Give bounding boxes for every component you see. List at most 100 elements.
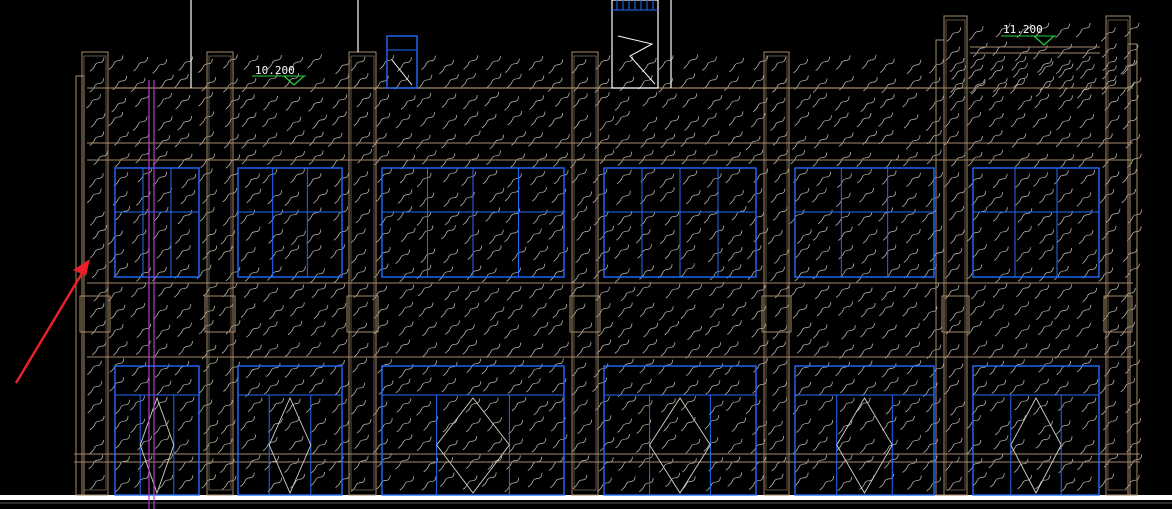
marble-vein [422, 322, 437, 337]
marble-vein [657, 264, 673, 279]
marble-vein [1009, 380, 1025, 395]
marble-vein [616, 190, 631, 206]
marble-vein [925, 116, 941, 131]
marble-vein [351, 266, 366, 282]
marble-vein [664, 320, 680, 336]
marble-vein [902, 302, 918, 317]
marble-vein [507, 173, 522, 188]
marble-vein [905, 398, 920, 413]
marble-vein [839, 397, 855, 413]
marble-vein [548, 320, 563, 335]
marble-vein [173, 73, 189, 89]
pilaster-block [79, 295, 111, 333]
marble-vein [1012, 63, 1028, 78]
marble-vein [1102, 65, 1117, 80]
marble-vein [508, 438, 523, 454]
marble-vein [291, 230, 306, 246]
pilaster-block [204, 295, 236, 333]
marble-vein [859, 438, 875, 454]
level-mark-1020[interactable]: 10.200 [252, 64, 306, 86]
marble-vein [992, 173, 1008, 189]
marble-vein [879, 473, 894, 489]
marble-vein [533, 401, 549, 416]
marble-vein [267, 418, 283, 433]
marble-vein [770, 97, 786, 112]
marble-vein [617, 382, 633, 398]
marble-vein [528, 56, 544, 71]
marble-vein [217, 438, 233, 454]
marble-vein [308, 150, 324, 165]
marble-vein [708, 400, 724, 416]
marble-vein [662, 93, 677, 108]
marble-vein [397, 133, 412, 148]
marble-vein [988, 192, 1003, 207]
marble-vein [855, 397, 871, 413]
marble-vein [284, 458, 299, 473]
marble-vein [91, 341, 107, 356]
marble-vein [465, 417, 481, 433]
marble-vein [726, 264, 742, 279]
marble-vein [444, 73, 459, 89]
marble-vein [135, 92, 150, 108]
marble-vein [681, 149, 697, 165]
marble-vein [968, 135, 983, 151]
marble-vein [553, 247, 569, 262]
marble-vein [443, 248, 459, 264]
marble-vein [114, 152, 130, 168]
marble-vein [220, 419, 236, 435]
marble-vein [200, 153, 216, 168]
marble-vein [767, 230, 783, 245]
marble-vein [507, 111, 523, 126]
marble-vein [792, 399, 808, 415]
marble-vein [1104, 115, 1120, 130]
marble-vein [945, 46, 960, 62]
marble-vein [599, 225, 614, 241]
marble-vein [134, 473, 149, 488]
marble-vein [197, 399, 213, 414]
marble-vein [1035, 82, 1051, 97]
marble-vein [550, 417, 566, 432]
marble-vein [372, 285, 387, 301]
arrow-shaft [14, 269, 86, 384]
marble-vein [533, 245, 548, 261]
marble-vein [133, 209, 148, 224]
marble-vein [1056, 228, 1072, 243]
marble-vein [377, 168, 392, 183]
marble-vein [353, 73, 369, 88]
marble-vein [972, 244, 987, 259]
marble-vein [615, 134, 630, 150]
marble-vein [1101, 225, 1117, 241]
marble-vein [638, 149, 654, 165]
marble-vein [527, 473, 543, 488]
level-mark-1120[interactable]: 11.200 [1001, 23, 1056, 46]
marble-vein [136, 323, 152, 338]
marble-vein [727, 131, 743, 146]
marble-vein [928, 172, 943, 187]
marble-vein [1034, 284, 1050, 299]
marble-vein [264, 456, 279, 471]
marble-vein [1102, 56, 1118, 71]
marble-vein [1015, 46, 1030, 61]
marble-vein [157, 282, 173, 297]
marble-vein [551, 188, 567, 204]
marble-vein [353, 111, 369, 127]
marble-vein [1076, 358, 1092, 373]
marble-vein [686, 361, 701, 377]
marble-vein [751, 305, 766, 321]
marble-vein [240, 247, 256, 262]
marble-vein [770, 116, 785, 132]
marble-vein [87, 381, 103, 396]
marble-vein [482, 377, 498, 392]
marble-vein [504, 96, 519, 111]
marble-vein [950, 401, 965, 416]
marble-vein [483, 397, 499, 412]
marble-vein [486, 150, 501, 166]
marble-vein [594, 78, 610, 93]
marble-vein [726, 396, 741, 412]
marble-vein [706, 342, 721, 357]
marble-vein [175, 229, 190, 244]
marble-vein [353, 283, 369, 299]
marble-vein [460, 191, 475, 207]
marble-vein [108, 111, 124, 127]
